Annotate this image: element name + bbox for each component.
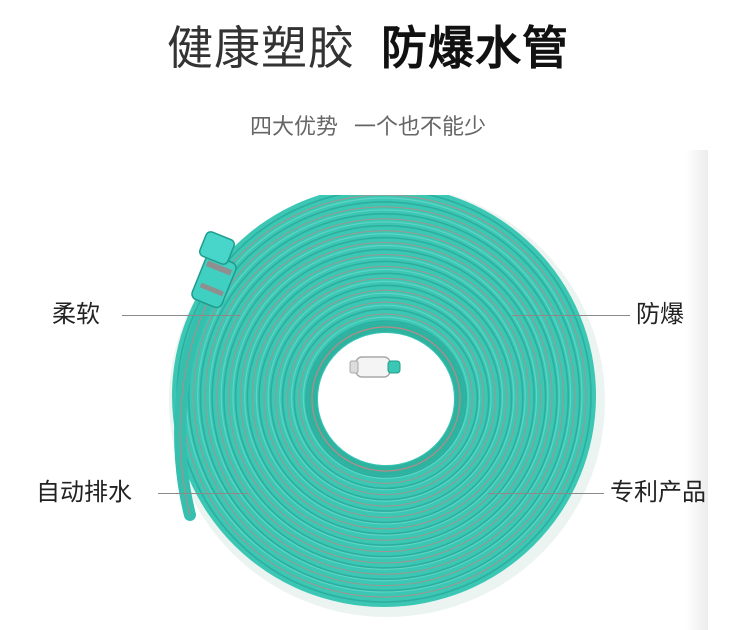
hose-winding-edge: [270, 284, 501, 512]
hose-winding-highlight: [302, 316, 469, 479]
hose-winding-edge: [199, 213, 570, 581]
hose-end-fitting-icon: [349, 356, 401, 378]
hose-winding-stripe: [204, 218, 564, 575]
hose-winding-edge: [305, 320, 467, 478]
hose-winding-highlight: [232, 245, 538, 548]
page-subtitle: 四大优势一个也不能少: [0, 112, 736, 144]
hose-winding-edge: [187, 201, 581, 592]
hose-winding-stripe: [228, 242, 542, 553]
hose-winding-highlight: [208, 221, 560, 570]
hose-winding-stripe: [298, 313, 473, 484]
hose-winding-highlight: [197, 209, 572, 582]
leader-line-soft: [122, 315, 240, 316]
hose-winding-stripe: [251, 265, 519, 530]
subtitle-tagline: 一个也不能少: [354, 115, 487, 140]
hose-winding-stripe: [287, 301, 485, 496]
hose-winding-highlight: [267, 280, 504, 514]
hose-winding-edge: [281, 296, 490, 501]
hose-winding-edge: [246, 260, 524, 535]
hose-winding-stripe: [275, 289, 496, 507]
hose-winding-highlight: [290, 304, 481, 491]
hose-winding-edge: [234, 248, 535, 546]
hose-winding-highlight: [244, 256, 526, 536]
photo-backdrop-edge: [686, 150, 708, 630]
subtitle-advantages: 四大优势: [249, 115, 338, 140]
hose-winding-edge: [211, 224, 558, 569]
hose-coil-rings: [176, 195, 592, 603]
coiled-hose-image: [169, 195, 605, 617]
leader-line-patented: [488, 493, 604, 494]
hose-center-hole: [318, 333, 454, 465]
hose-winding-stripe: [240, 254, 530, 541]
leader-line-explosion-proof: [512, 315, 630, 316]
hose-winding-edge: [223, 236, 547, 558]
hose-winding-stripe: [193, 206, 576, 587]
hose-inner-stripe: [311, 326, 461, 472]
feature-auto-drain: 自动排水: [36, 478, 132, 506]
hose-winding-highlight: [255, 268, 515, 525]
hose-winding-edge: [293, 308, 479, 490]
hose-winding-highlight: [279, 292, 492, 502]
hose-winding-stripe: [216, 230, 553, 564]
leader-line-auto-drain: [158, 493, 248, 494]
title-bold-part: 防爆水管: [381, 21, 569, 75]
feature-soft: 柔软: [52, 300, 100, 328]
page-title: 健康塑胶防爆水管: [0, 16, 736, 80]
hose-winding-stripe: [263, 277, 507, 518]
feature-explosion-proof: 防爆: [636, 300, 684, 328]
hose-winding-highlight: [220, 233, 549, 559]
hose-quick-connector-icon: [191, 231, 237, 309]
feature-patented: 专利产品: [610, 478, 706, 506]
hose-winding-edge: [258, 272, 513, 524]
title-light-part: 健康塑胶: [167, 21, 355, 75]
